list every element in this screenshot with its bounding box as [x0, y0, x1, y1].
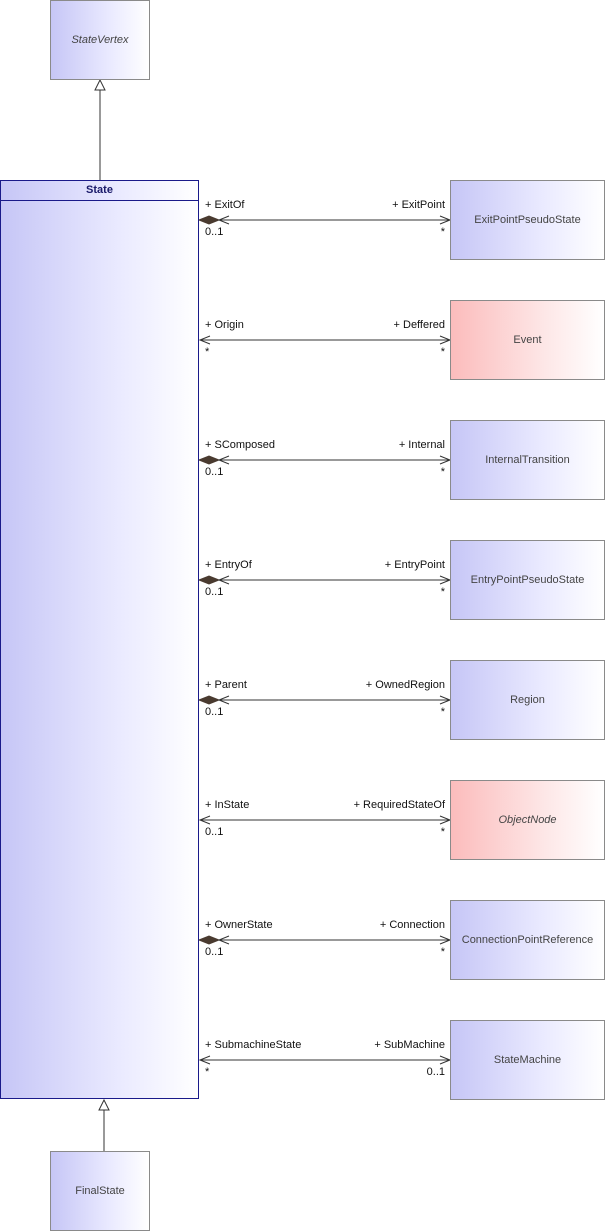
class-connectionpointreference[interactable]: ConnectionPointReference [450, 900, 605, 980]
association-line[interactable] [197, 215, 452, 225]
class-exitpointpseudostate[interactable]: ExitPointPseudoState [450, 180, 605, 260]
association-line[interactable] [197, 695, 452, 705]
composition-diamond-icon [197, 575, 221, 585]
generalization-arrowhead [98, 1098, 110, 1111]
multiplicity-label: 0..1 [205, 586, 224, 598]
class-entrypointpseudostate[interactable]: EntryPointPseudoState [450, 540, 605, 620]
role-label: + EntryPoint [384, 559, 445, 571]
association-line[interactable] [198, 815, 452, 825]
composition-diamond-icon [197, 695, 221, 705]
class-final-state[interactable]: FinalState [50, 1151, 150, 1231]
navigable-arrow-icon [217, 935, 230, 945]
multiplicity-label: * [205, 1066, 210, 1078]
class-objectnode[interactable]: ObjectNode [450, 780, 605, 860]
composition-diamond-icon [197, 215, 221, 225]
class-statemachine[interactable]: StateMachine [450, 1020, 605, 1100]
association-line[interactable] [197, 455, 452, 465]
class-name: ExitPointPseudoState [474, 214, 581, 226]
multiplicity-label: 0..1 [205, 706, 224, 718]
association-line[interactable] [198, 1055, 452, 1065]
class-state[interactable]: State [0, 180, 199, 1099]
role-label: + EntryOf [205, 559, 252, 571]
role-label: + SComposed [205, 439, 276, 451]
class-name: InternalTransition [485, 454, 570, 466]
composition-diamond-icon [197, 455, 221, 465]
class-name: StateMachine [493, 1054, 562, 1066]
navigable-arrow-icon [198, 335, 211, 345]
role-label: + Parent [205, 679, 247, 691]
class-name: Event [513, 334, 542, 346]
generalization-arrowhead [94, 78, 106, 91]
navigable-arrow-icon [217, 455, 230, 465]
role-label: + ExitOf [205, 199, 245, 211]
role-label: + SubmachineState [205, 1039, 302, 1051]
association-line[interactable] [198, 335, 452, 345]
role-label: + SubMachine [374, 1039, 445, 1051]
role-label: + RequiredStateOf [353, 799, 445, 811]
multiplicity-label: 0..1 [205, 466, 224, 478]
class-name: ObjectNode [498, 814, 557, 826]
class-event[interactable]: Event [450, 300, 605, 380]
navigable-arrow-icon [198, 1055, 211, 1065]
class-name: ConnectionPointReference [461, 934, 594, 946]
association-line[interactable] [197, 935, 452, 945]
class-name: StateVertex [71, 34, 129, 46]
role-label: + InState [205, 799, 250, 811]
class-name: State [1, 181, 198, 201]
association-line[interactable] [197, 575, 452, 585]
navigable-arrow-icon [217, 575, 230, 585]
multiplicity-label: 0..1 [426, 1066, 445, 1078]
class-name: FinalState [75, 1185, 125, 1197]
role-label: + Connection [379, 919, 445, 931]
multiplicity-label: * [440, 226, 445, 238]
multiplicity-label: * [440, 466, 445, 478]
class-state-vertex[interactable]: StateVertex [50, 0, 150, 80]
class-name: Region [510, 694, 545, 706]
navigable-arrow-icon [217, 215, 230, 225]
multiplicity-label: * [440, 706, 445, 718]
class-internaltransition[interactable]: InternalTransition [450, 420, 605, 500]
class-name: EntryPointPseudoState [470, 574, 585, 586]
composition-diamond-icon [197, 935, 221, 945]
role-label: + OwnedRegion [365, 679, 445, 691]
multiplicity-label: 0..1 [205, 946, 224, 958]
role-label: + Internal [398, 439, 445, 451]
class-region[interactable]: Region [450, 660, 605, 740]
navigable-arrow-icon [198, 815, 211, 825]
navigable-arrow-icon [217, 695, 230, 705]
role-label: + OwnerState [205, 919, 273, 931]
multiplicity-label: * [440, 826, 445, 838]
multiplicity-label: 0..1 [205, 226, 224, 238]
role-label: + ExitPoint [392, 199, 445, 211]
multiplicity-label: 0..1 [205, 826, 224, 838]
multiplicity-label: * [440, 346, 445, 358]
multiplicity-label: * [205, 346, 210, 358]
multiplicity-label: * [440, 586, 445, 598]
multiplicity-label: * [440, 946, 445, 958]
role-label: + Origin [205, 319, 244, 331]
role-label: + Deffered [393, 319, 445, 331]
